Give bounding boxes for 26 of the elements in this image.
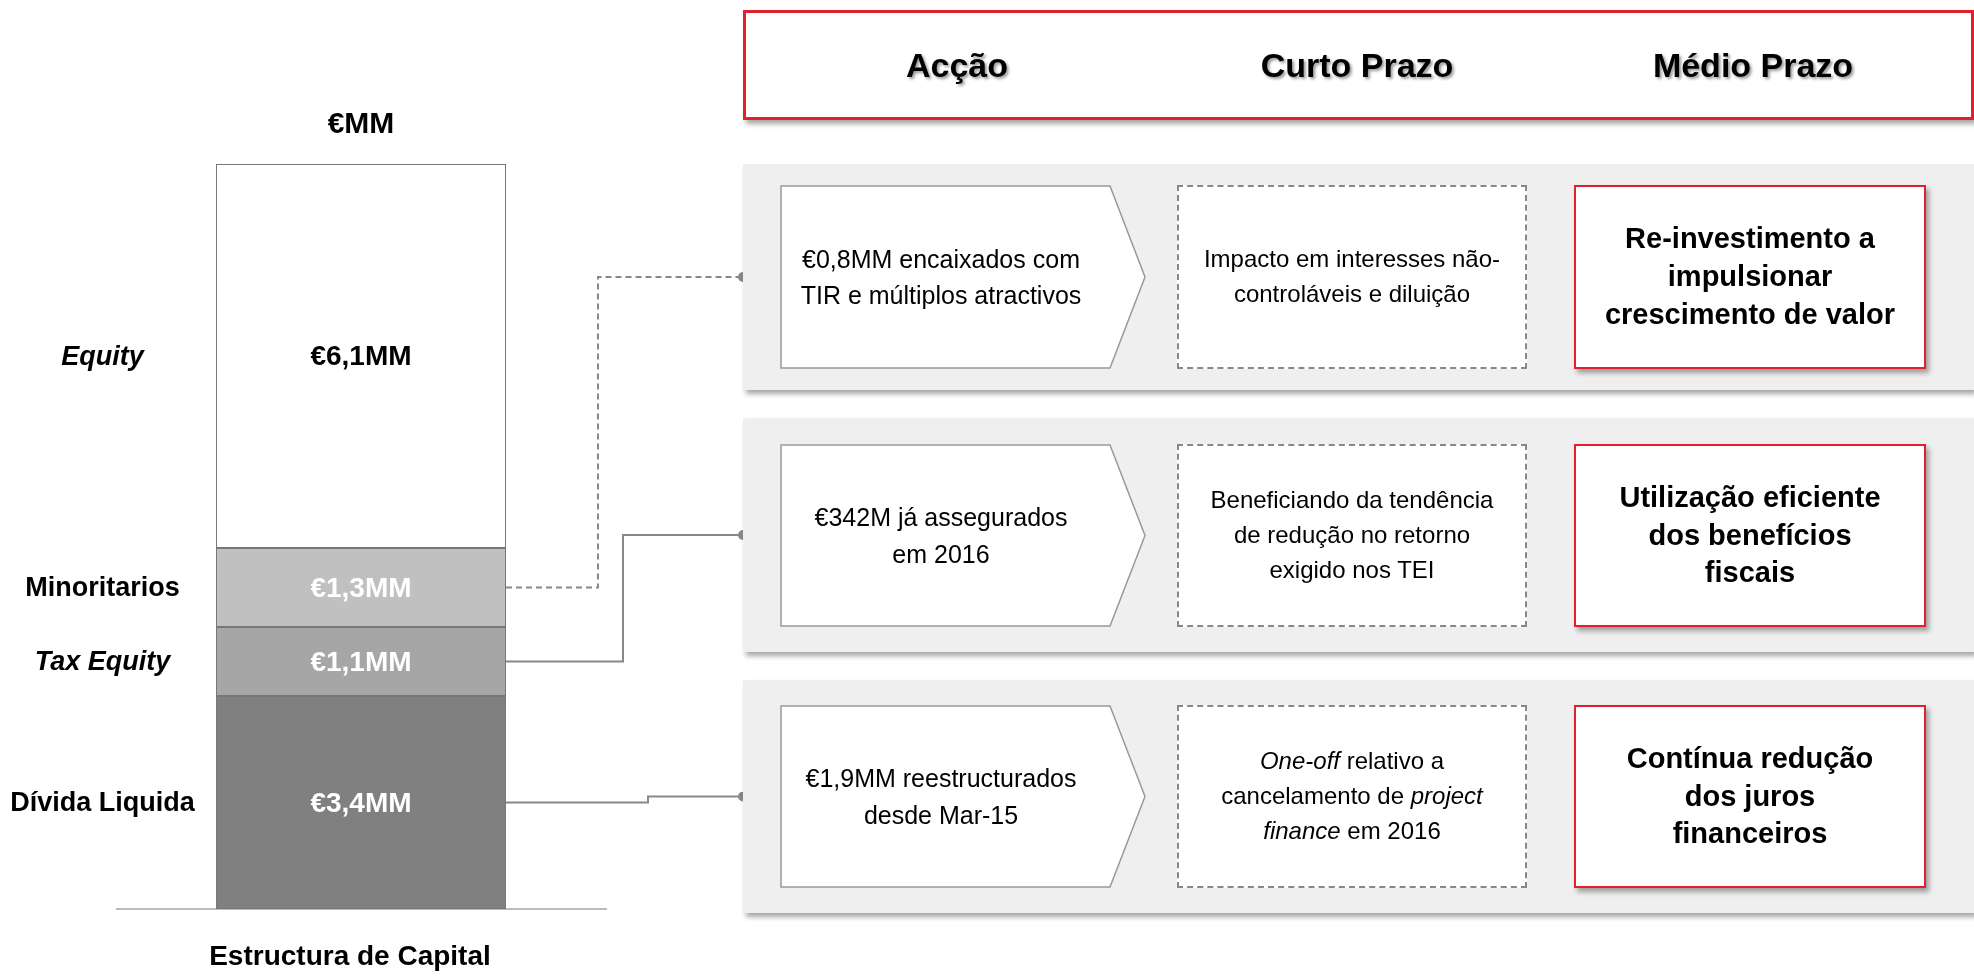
axis-title: Estructura de Capital — [208, 939, 492, 973]
column-header: Médio Prazo — [1651, 44, 1855, 86]
outcome-box: Re-investimento a impulsionar crescimento de valor — [1574, 185, 1926, 369]
row-panel — [743, 164, 1974, 390]
row-panel — [743, 680, 1974, 913]
segment-label: Dívida Liquida — [9, 786, 196, 819]
bar-segment: €3,4MM — [216, 696, 506, 909]
column-header: Acção — [904, 44, 1010, 86]
chevron-box: €342M já assegurados em 2016 — [780, 444, 1146, 627]
column-header: Curto Prazo — [1259, 44, 1455, 86]
chevron-box: €1,9MM reestructurados desde Mar-15 — [780, 705, 1146, 888]
text-box: One-off relativo a cancelamento de project finance em 2016 — [1177, 705, 1527, 888]
segment-label: Equity — [60, 339, 146, 373]
outcome-box: Contínua redução dos juros financeiros — [1574, 705, 1926, 888]
segment-label: Minoritarios — [24, 571, 181, 604]
bar-segment: €1,3MM — [216, 548, 506, 627]
row-panel — [743, 418, 1974, 652]
chevron-box: €0,8MM encaixados com TIR e múltiplos atractivos — [780, 185, 1146, 369]
text-box: Impacto em interesses não-controláveis e diluição — [1177, 185, 1527, 369]
unit-label: €MM — [326, 105, 396, 141]
segment-label: Tax Equity — [33, 645, 172, 678]
text-box: Beneficiando da tendência de redução no retorno exigido nos TEI — [1177, 444, 1527, 627]
header-box — [743, 10, 1974, 120]
bar-segment: €1,1MM — [216, 627, 506, 696]
bar-segment: €6,1MM — [216, 164, 506, 548]
outcome-box: Utilização eficiente dos benefícios fiscais — [1574, 444, 1926, 627]
